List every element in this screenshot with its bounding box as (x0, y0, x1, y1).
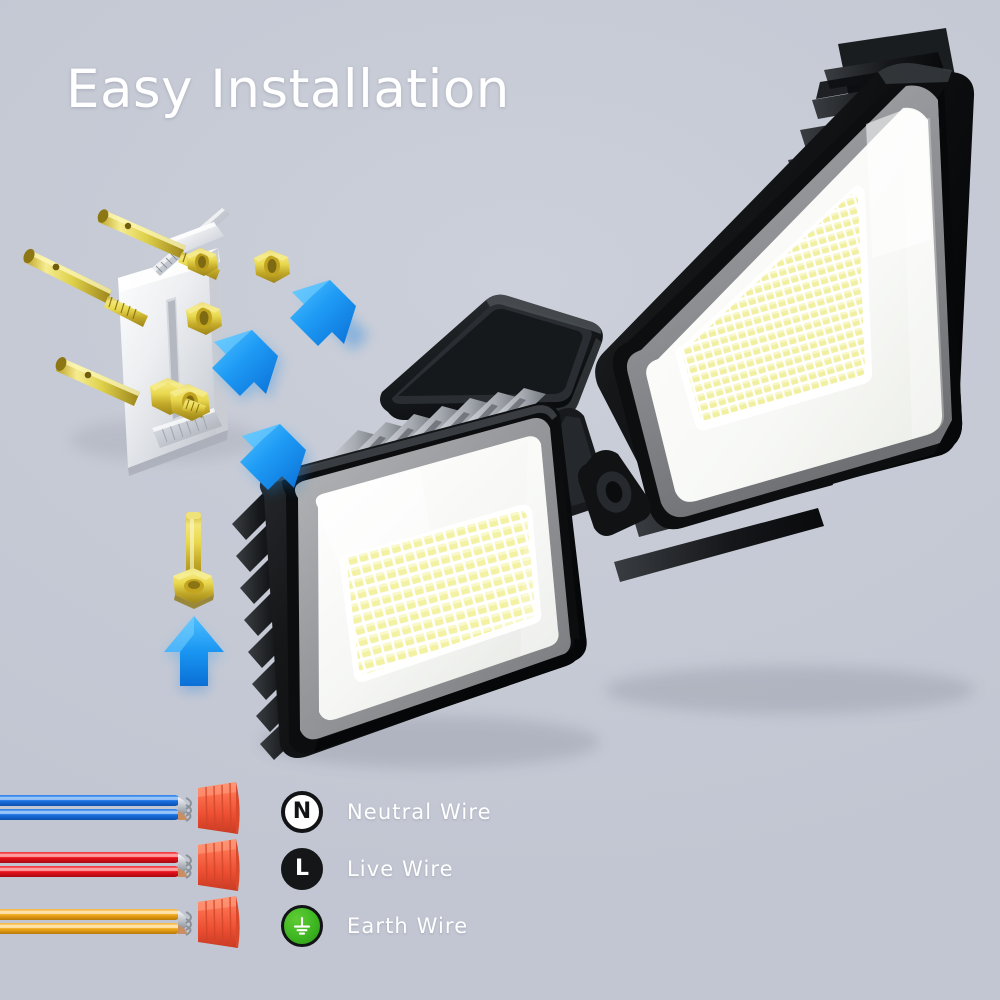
rear-floodlight (595, 28, 975, 582)
wire-nut-live (178, 839, 240, 891)
live-badge-letter: L (294, 856, 310, 881)
arrow-up-vertical (164, 616, 224, 691)
mounting-bracket-assembly (23, 208, 290, 476)
bracket-bolt-bottom (55, 357, 140, 406)
legend-item-earth: Earth Wire (281, 903, 611, 949)
hex-nut-top (186, 248, 218, 276)
earth-badge-icon (281, 905, 323, 947)
wire-nut-neutral (178, 782, 240, 834)
rear-led-array (675, 185, 873, 431)
earth-ground-icon (293, 916, 311, 935)
live-badge-icon: L (281, 848, 323, 890)
neutral-badge-letter: N (292, 799, 312, 824)
legend-item-neutral: N Neutral Wire (281, 789, 611, 835)
wire-nut-earth (178, 896, 240, 948)
legend-label-earth: Earth Wire (347, 914, 469, 938)
loose-bolt (173, 512, 214, 609)
legend-item-live: L Live Wire (281, 846, 611, 892)
junction-box (380, 294, 603, 420)
hex-nut-bottom-cluster (150, 378, 210, 421)
arrow-up-left-2 (212, 330, 282, 401)
page-title: Easy Installation (66, 59, 510, 120)
wire-earth (0, 896, 240, 948)
rear-bracket-knuckle (578, 450, 652, 536)
arrow-up-left-1 (290, 280, 369, 351)
neutral-badge-icon: N (281, 791, 323, 833)
wire-live (0, 839, 240, 891)
front-floodlight (232, 388, 587, 760)
bracket-bolt-middle (23, 248, 148, 327)
legend-label-neutral: Neutral Wire (347, 800, 492, 824)
hex-nut-middle (186, 302, 222, 335)
hex-nut-loose (254, 250, 290, 283)
arrow-up-left-3 (240, 424, 310, 495)
direction-arrows (164, 280, 369, 691)
front-led-array (338, 504, 542, 682)
wire-neutral (0, 782, 240, 834)
wire-legend: N Neutral Wire L Live Wire (281, 789, 611, 949)
legend-label-live: Live Wire (347, 857, 454, 881)
